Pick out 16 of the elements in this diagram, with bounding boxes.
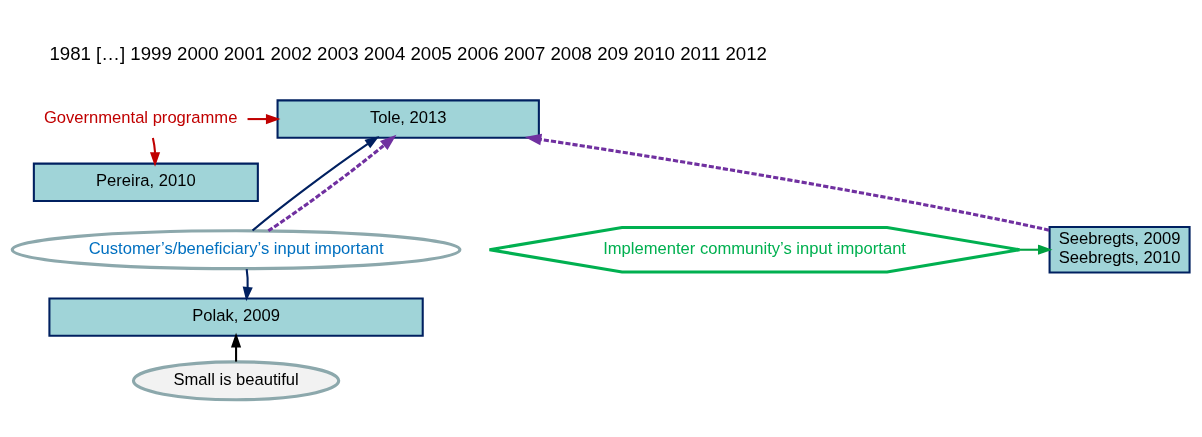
arrow	[231, 332, 242, 362]
node-box: Polak, 2009	[48, 297, 424, 337]
node-ellipse: Customer’s/beneficiary’s input important	[10, 229, 462, 271]
arrow	[242, 268, 253, 302]
arrow	[524, 133, 1050, 232]
node-box: Tole, 2013	[276, 99, 540, 139]
node-box: Seebregts, 2009 Seebregts, 2010	[1048, 225, 1191, 274]
arrow	[247, 114, 281, 125]
arrow	[1019, 244, 1053, 255]
arrow	[251, 136, 380, 232]
node-ellipse: Small is beautiful	[131, 360, 341, 402]
node-box: Pereira, 2010	[32, 162, 259, 203]
node-text: Governmental programme	[43, 108, 238, 128]
label: 1981 […] 1999 2000 2001 2002 2003 2004 2005 2006 2007 2008 209 2010 2011 2012	[49, 43, 767, 65]
arrow	[150, 137, 161, 167]
arrow	[267, 134, 397, 233]
